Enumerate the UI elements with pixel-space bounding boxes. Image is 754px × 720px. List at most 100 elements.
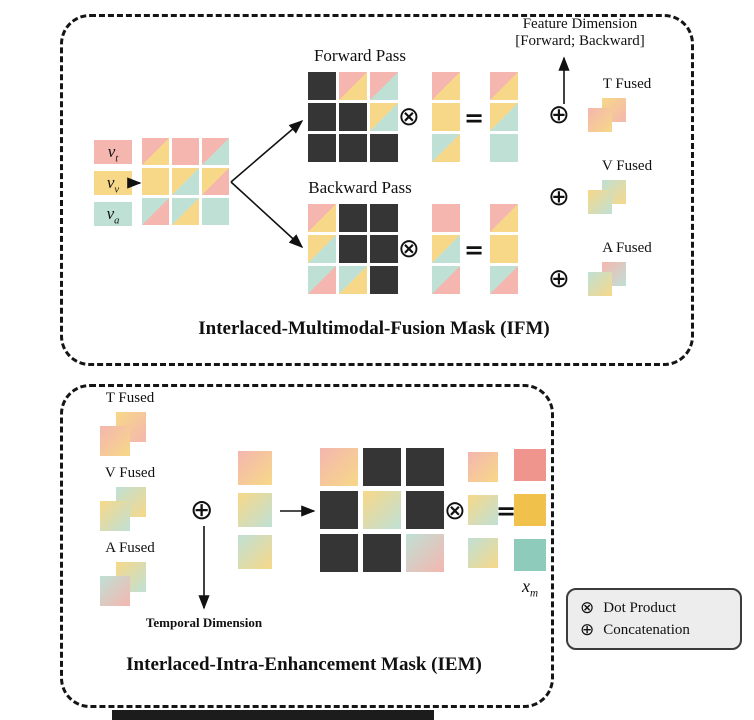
grid-cell	[320, 491, 358, 529]
grid-cell	[406, 491, 444, 529]
grid-cell	[202, 168, 229, 195]
grid-cell	[490, 266, 518, 294]
legend: ⊗ Dot Product ⊕ Concatenation	[566, 588, 742, 650]
v-fused-chips	[588, 180, 626, 214]
fused-chip	[100, 501, 130, 531]
grid-cell	[308, 72, 336, 100]
grid-cell	[370, 103, 398, 131]
a-fused-label: A Fused	[602, 240, 652, 256]
grid-cell	[432, 266, 460, 294]
equals-icon: =	[496, 497, 517, 525]
feature-dimension-label: Feature Dimension [Forward; Backward]	[480, 16, 680, 51]
grid-cell	[320, 448, 358, 486]
legend-dot-product-label: Dot Product	[603, 599, 677, 616]
iem-operand-column	[468, 452, 498, 568]
grid-cell	[238, 493, 272, 527]
grid-cell	[432, 103, 460, 131]
grid-cell	[432, 134, 460, 162]
grid-cell	[238, 535, 272, 569]
grid-cell	[308, 103, 336, 131]
grid-cell	[142, 168, 169, 195]
grid-cell	[468, 538, 498, 568]
grid-cell	[363, 534, 401, 572]
grid-cell	[514, 449, 546, 481]
grid-cell	[432, 72, 460, 100]
xm-base: x	[521, 576, 530, 596]
output-label-xm: xm	[506, 576, 554, 600]
interlaced-input-grid	[142, 138, 229, 225]
ifm-panel	[60, 14, 694, 366]
grid-cell	[172, 168, 199, 195]
grid-cell	[308, 235, 336, 263]
fused-chip	[588, 272, 612, 296]
a-fused-label: A Fused	[105, 540, 155, 556]
grid-cell	[490, 134, 518, 162]
otimes-icon: ⊗	[398, 102, 420, 132]
grid-cell	[468, 495, 498, 525]
t-fused-label: T Fused	[105, 390, 155, 406]
t-fused-chips	[588, 98, 626, 132]
iem-output-column	[514, 449, 546, 571]
forward-mask-grid	[308, 72, 398, 162]
grid-cell	[370, 134, 398, 162]
forward-pass-label: Forward Pass	[313, 46, 407, 65]
oplus-icon: ⊕	[548, 182, 570, 212]
xm-sub: m	[529, 587, 539, 600]
input-label-va: va	[94, 202, 132, 226]
equals-icon: =	[464, 236, 485, 264]
backward-operand-column	[432, 204, 460, 294]
legend-concatenation-label: Concatenation	[603, 621, 690, 638]
iem-title: Interlaced-Intra-Enhancement Mask (IEM)	[126, 654, 482, 675]
otimes-icon: ⊗	[580, 597, 595, 618]
grid-cell	[308, 204, 336, 232]
grid-cell	[468, 452, 498, 482]
fused-chip	[100, 576, 130, 606]
iem-input-column	[238, 451, 272, 569]
grid-cell	[172, 138, 199, 165]
grid-cell	[339, 266, 367, 294]
vt-base: v	[107, 142, 116, 161]
grid-cell	[432, 204, 460, 232]
vv-sub: v	[114, 184, 120, 196]
backward-pass-label: Backward Pass	[308, 178, 412, 197]
grid-cell	[514, 494, 546, 526]
grid-cell	[142, 198, 169, 225]
grid-cell	[339, 72, 367, 100]
grid-cell	[370, 266, 398, 294]
oplus-icon: ⊕	[190, 493, 214, 526]
vt-sub: t	[115, 153, 119, 165]
oplus-icon: ⊕	[580, 619, 595, 640]
grid-cell	[370, 235, 398, 263]
grid-cell	[339, 103, 367, 131]
a-fused-chips	[588, 262, 626, 296]
grid-cell	[339, 235, 367, 263]
grid-cell	[308, 134, 336, 162]
input-label-vv: vv	[94, 171, 132, 195]
grid-cell	[142, 138, 169, 165]
legend-concatenation-row: ⊕ Concatenation	[580, 619, 728, 640]
grid-cell	[339, 204, 367, 232]
grid-cell	[432, 235, 460, 263]
crop-artifact-bar	[112, 710, 434, 720]
ifm-title: Interlaced-Multimodal-Fusion Mask (IFM)	[198, 318, 550, 339]
fused-chip	[588, 108, 612, 132]
feature-dimension-line2: [Forward; Backward]	[515, 33, 645, 50]
backward-mask-grid	[308, 204, 398, 294]
legend-dot-product-row: ⊗ Dot Product	[580, 597, 728, 618]
grid-cell	[406, 448, 444, 486]
input-label-vt: vt	[94, 140, 132, 164]
grid-cell	[202, 138, 229, 165]
otimes-icon: ⊗	[398, 234, 420, 264]
v-fused-chips	[100, 487, 146, 531]
va-sub: a	[114, 215, 120, 227]
grid-cell	[172, 198, 199, 225]
grid-cell	[370, 204, 398, 232]
grid-cell	[320, 534, 358, 572]
grid-cell	[370, 72, 398, 100]
temporal-dimension-label: Temporal Dimension	[145, 615, 263, 630]
grid-cell	[490, 103, 518, 131]
fused-chip	[588, 190, 612, 214]
grid-cell	[339, 134, 367, 162]
t-fused-chips	[100, 412, 146, 456]
